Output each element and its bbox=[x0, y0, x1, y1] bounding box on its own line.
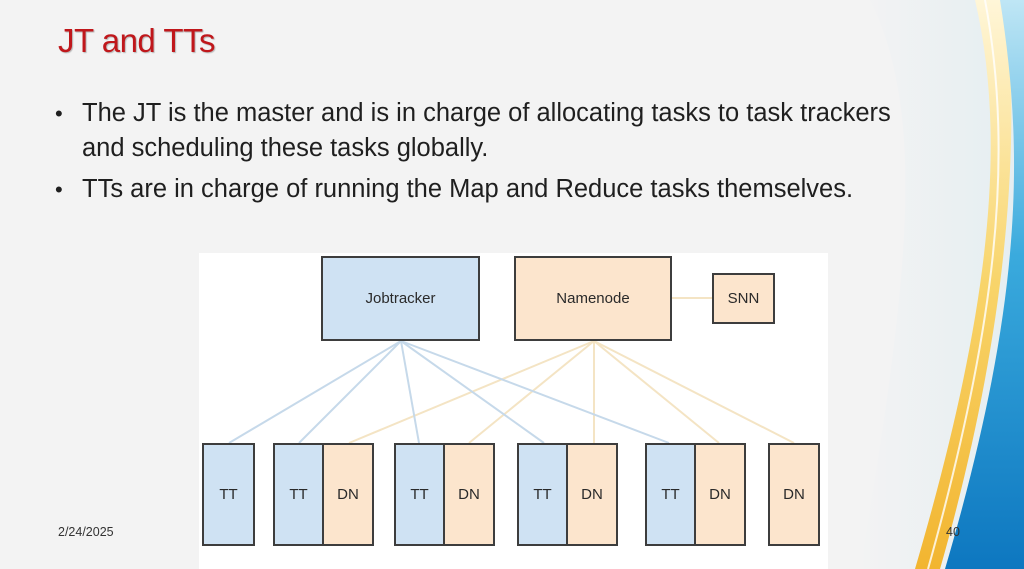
datanode-node: DN bbox=[768, 443, 820, 546]
jobtracker-node: Jobtracker bbox=[321, 256, 480, 341]
datanode-node: DN bbox=[566, 443, 618, 546]
slide-title: JT and TTs bbox=[58, 22, 216, 59]
tasktracker-node: TT bbox=[517, 443, 568, 546]
namenode-edge bbox=[593, 340, 795, 444]
slide-page-number: 40 bbox=[946, 525, 960, 539]
gold-wave-shape bbox=[915, 0, 1012, 569]
jobtracker-edge bbox=[400, 340, 670, 444]
tasktracker-label: TT bbox=[219, 486, 238, 503]
diagram-connectors bbox=[228, 297, 795, 444]
blue-wave-shape bbox=[945, 0, 1024, 569]
jobtracker-label: Jobtracker bbox=[365, 290, 436, 307]
tasktracker-label: TT bbox=[410, 486, 429, 503]
jobtracker-edge bbox=[298, 340, 402, 444]
slide-date: 2/24/2025 bbox=[58, 525, 114, 539]
tasktracker-node: TT bbox=[202, 443, 255, 546]
namenode-edge bbox=[593, 340, 720, 444]
snn-node: SNN bbox=[712, 273, 775, 324]
jobtracker-edge bbox=[228, 340, 402, 444]
jobtracker-edge bbox=[400, 340, 420, 444]
bullet-dot-icon: • bbox=[55, 177, 63, 202]
namenode-edge bbox=[468, 340, 595, 444]
datanode-node: DN bbox=[322, 443, 374, 546]
datanode-node: DN bbox=[443, 443, 495, 546]
bullet-dot-icon: • bbox=[55, 101, 63, 126]
bullet-text: TTs are in charge of running the Map and… bbox=[82, 175, 854, 203]
tasktracker-label: TT bbox=[289, 486, 308, 503]
tasktracker-label: TT bbox=[533, 486, 552, 503]
namenode-node: Namenode bbox=[514, 256, 672, 341]
hadoop-architecture-diagram: Jobtracker Namenode SNN TT TT DN TT DN T… bbox=[199, 253, 828, 569]
namenode-label: Namenode bbox=[556, 290, 630, 307]
bullet-text: The JT is the master and is in charge of… bbox=[82, 99, 891, 162]
jobtracker-edge bbox=[400, 340, 545, 444]
datanode-label: DN bbox=[337, 486, 359, 503]
datanode-label: DN bbox=[581, 486, 603, 503]
bullet-item: • TTs are in charge of running the Map a… bbox=[55, 172, 935, 207]
datanode-label: DN bbox=[709, 486, 731, 503]
white-highlight-stroke bbox=[927, 0, 1000, 569]
bullet-item: • The JT is the master and is in charge … bbox=[55, 96, 935, 166]
tasktracker-label: TT bbox=[661, 486, 680, 503]
datanode-label: DN bbox=[783, 486, 805, 503]
snn-label: SNN bbox=[727, 290, 760, 307]
datanode-label: DN bbox=[458, 486, 480, 503]
tasktracker-node: TT bbox=[273, 443, 324, 546]
tasktracker-node: TT bbox=[645, 443, 696, 546]
bullet-list: • The JT is the master and is in charge … bbox=[55, 96, 935, 213]
datanode-node: DN bbox=[694, 443, 746, 546]
tasktracker-node: TT bbox=[394, 443, 445, 546]
